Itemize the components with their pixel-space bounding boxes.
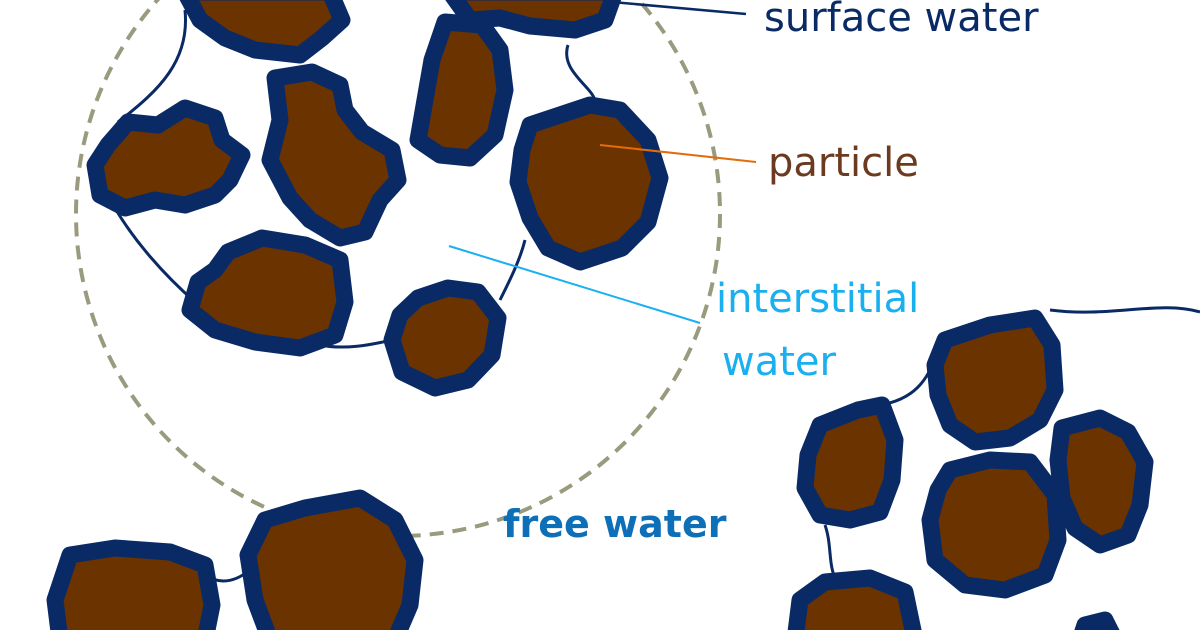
interstitial-water-label-line2: water xyxy=(722,339,836,385)
particle xyxy=(1049,409,1154,554)
free-water-label: free water xyxy=(503,502,727,546)
floc-boundary xyxy=(74,0,722,538)
bridge xyxy=(565,44,597,101)
interstitial-leader xyxy=(448,245,701,324)
particle-label: particle xyxy=(768,140,919,186)
particle xyxy=(179,0,351,64)
bridge xyxy=(823,524,838,581)
particle xyxy=(409,13,514,167)
particle xyxy=(261,63,407,247)
particle xyxy=(921,451,1067,599)
particle xyxy=(926,309,1064,451)
interstitial-water-label-line1: interstitial xyxy=(716,276,920,322)
bridge xyxy=(498,239,527,301)
bridge xyxy=(1049,306,1200,314)
particle xyxy=(796,396,904,529)
particle xyxy=(383,279,507,397)
particle-leader xyxy=(599,144,757,163)
particle xyxy=(1074,611,1120,630)
particle xyxy=(181,229,354,357)
particles xyxy=(46,0,1154,630)
particle xyxy=(509,96,669,271)
surface-water-label: surface water xyxy=(764,0,1039,41)
surface-water-leader xyxy=(611,0,747,16)
particle xyxy=(239,489,424,630)
bridge xyxy=(117,9,188,124)
particle xyxy=(787,569,922,630)
particle xyxy=(86,99,251,217)
bridge xyxy=(881,369,932,407)
particle xyxy=(46,539,221,630)
